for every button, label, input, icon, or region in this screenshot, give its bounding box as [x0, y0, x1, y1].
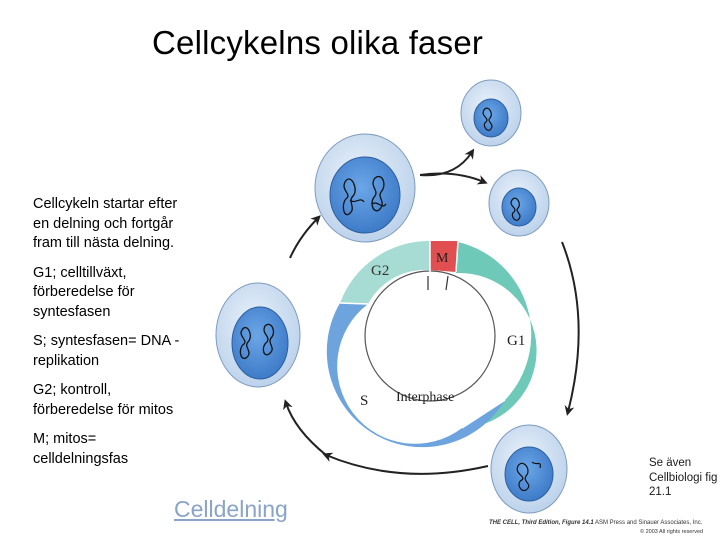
cycle-arrows	[283, 148, 580, 475]
phase-label-g1: G1	[507, 333, 525, 349]
cycle-ring: M G2 G1 S Interphase	[326, 240, 537, 448]
cell-daughter-right	[488, 169, 550, 237]
bullet-m: M; mitos= celldelningsfas	[33, 431, 129, 467]
page-title: Cellcykelns olika faser	[152, 24, 484, 61]
arrow-left	[283, 399, 327, 456]
phase-description-list: Cellcykeln startar efter en delning och …	[33, 195, 183, 479]
phase-segment-m	[430, 241, 458, 272]
figure-credit: THE CELL, Third Edition, Figure 14.1 ASM…	[489, 520, 702, 526]
cell-daughter-top	[460, 79, 522, 147]
phase-segment-s	[326, 303, 505, 448]
phase-segment-g2	[340, 240, 430, 304]
credit-copyright: © 2003 All rights reserved	[640, 529, 704, 535]
bullet-intro: Cellcykeln startar efter en delning och …	[33, 196, 178, 251]
arrow-bottom	[322, 452, 489, 475]
arrow-split-right	[419, 172, 488, 185]
phase-label-s: S	[360, 393, 368, 409]
credit-book: THE CELL, Third Edition, Figure 14.1	[489, 520, 594, 526]
bullet-g2: G2; kontroll, förberedelse för mitos	[33, 382, 174, 418]
phase-label-m: M	[436, 251, 449, 266]
cell-dividing-top	[314, 133, 416, 243]
credit-publisher: ASM Press and Sinauer Associates, Inc.	[595, 520, 703, 526]
celldelning-link[interactable]: Celldelning	[174, 496, 288, 522]
see-also-note: Se även Cellbiologi fig 21.1	[649, 457, 718, 498]
bullet-g1: G1; celltillväxt, förberedelse för synte…	[33, 264, 135, 320]
phase-segment-g1	[456, 242, 537, 428]
cell-s-left	[215, 282, 301, 388]
arrow-split-up	[419, 148, 475, 177]
interphase-label: Interphase	[396, 390, 454, 405]
cell-g1-bottom	[490, 424, 568, 514]
phase-label-g2: G2	[371, 263, 389, 279]
bullet-s: S; syntesfasen= DNA -replikation	[33, 333, 180, 369]
arrow-right	[561, 241, 580, 416]
arrow-top-left	[289, 215, 321, 259]
